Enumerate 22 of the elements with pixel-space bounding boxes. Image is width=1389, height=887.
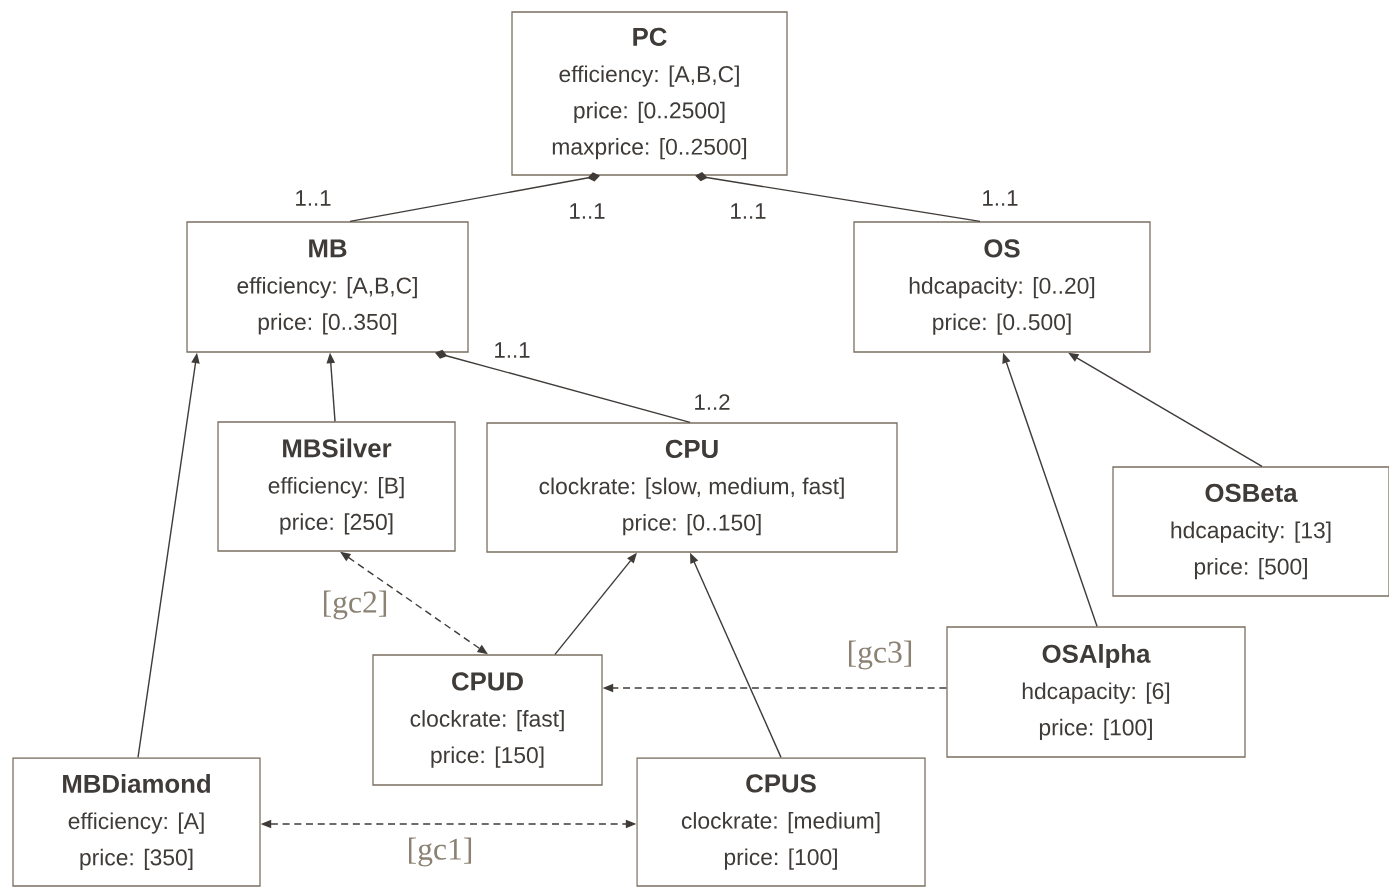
- class-box: PC efficiency: [A,B,C] price: [0..2500] maxprice: [0..2500]: [511, 11, 788, 176]
- class-box: MBSilver efficiency: [B] price: [250]: [217, 421, 456, 552]
- composition-line: [695, 172, 981, 223]
- class-box: MBDiamond efficiency: [A] price: [350]: [12, 757, 261, 887]
- composition-line: [435, 349, 691, 424]
- multiplicity-label: 1..1: [731, 203, 766, 219]
- class-box: CPUS clockrate: [medium] price: [100]: [636, 757, 926, 887]
- class-box: OSBeta hdcapacity: [13] price: [500]: [1112, 466, 1389, 597]
- multiplicity-label: 1..2: [695, 394, 730, 410]
- multiplicity-label: 1..1: [495, 342, 530, 358]
- composition-line: [349, 172, 600, 223]
- class-box: OSAlpha hdcapacity: [6] price: [100]: [946, 626, 1246, 758]
- class-box: CPUD clockrate: [fast] price: [150]: [372, 654, 603, 786]
- edge-label: [gc2]: [320, 589, 390, 621]
- edge-label: [gc3]: [845, 639, 915, 671]
- arrow: [1068, 352, 1263, 468]
- multiplicity-label: 1..1: [570, 203, 605, 219]
- class-box: OS hdcapacity: [0..20] price: [0..500]: [853, 221, 1151, 353]
- edge-label: [gc1]: [405, 836, 475, 868]
- class-box: CPU clockrate: [slow, medium, fast] price: [0..150]: [486, 422, 898, 553]
- multiplicity-label: 1..1: [983, 190, 1018, 206]
- class-box: MB efficiency: [A,B,C] price: [0..350]: [186, 221, 469, 353]
